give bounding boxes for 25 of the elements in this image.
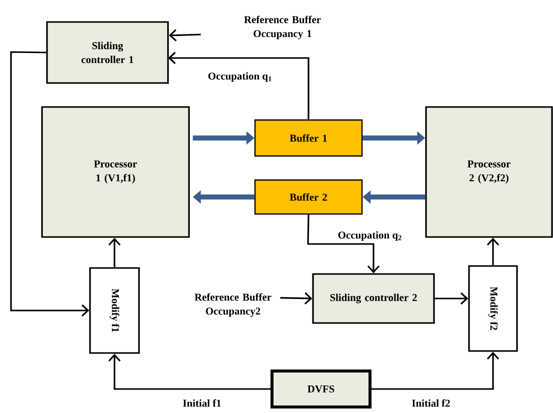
arrow (372, 352, 500, 390)
edge-label: Initial f1 (182, 398, 222, 408)
controller-box: Sliding controller 1 (46, 21, 169, 84)
reference-text: Reference Buffer Occupancy2 (194, 293, 272, 317)
buffer-box: Buffer 2 (254, 179, 363, 215)
edge-label: Initial f2 (410, 398, 452, 408)
arrow (280, 292, 312, 304)
arrow (486, 238, 500, 266)
processor-box: Processor 2 (V2,f2) (425, 106, 553, 238)
controller-box: Sliding controller 2 (312, 273, 435, 324)
dvfs-box: DVFS (270, 370, 372, 408)
modify-box: Modify f1 (89, 267, 140, 354)
arrow (108, 238, 121, 268)
reference-text: Reference Buffer Occupancy 1 (244, 16, 321, 40)
arrow (168, 29, 201, 42)
edge-label: Occupation q$_{2}$ (336, 230, 404, 242)
arrow (434, 292, 468, 305)
arrow (108, 354, 270, 390)
arrow (307, 214, 380, 274)
modify-box: Modify f2 (468, 265, 518, 352)
arrow (168, 52, 310, 120)
buffer-box: Buffer 1 (254, 119, 363, 157)
arrow (10, 51, 90, 317)
edge-label: Occupation q$_{1}$ (206, 71, 274, 83)
processor-box: Processor 1 (V1,f1) (41, 106, 190, 238)
